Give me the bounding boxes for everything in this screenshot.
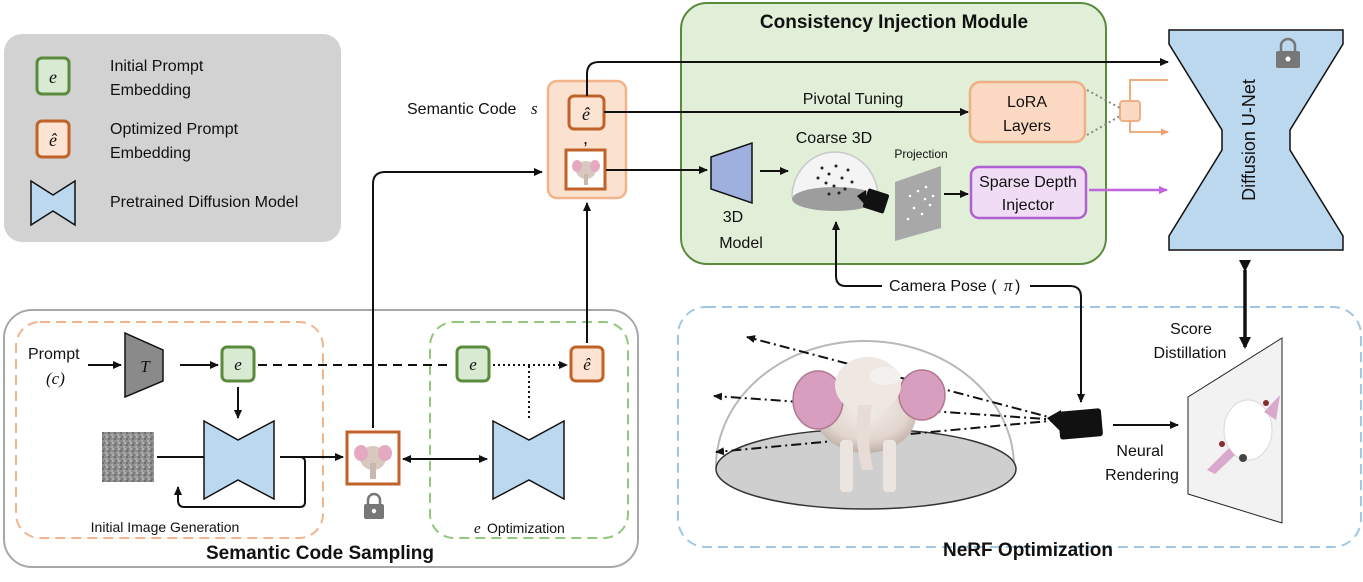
lora-line1: LoRA xyxy=(1007,94,1047,111)
opt-ehat-symbol: ê xyxy=(583,355,591,374)
3d-model-icon xyxy=(710,141,753,205)
lora-bottom-connector xyxy=(1129,121,1169,136)
arrows xyxy=(88,58,1251,508)
semantic-ehat-symbol: ê xyxy=(582,104,590,124)
score-distillation-line2: Distillation xyxy=(1154,345,1227,362)
nerf-rays xyxy=(713,335,1061,456)
sparse-depth-injector-box xyxy=(969,165,1088,220)
opt-ehat-box xyxy=(569,345,605,383)
3d-model-line1: 3D xyxy=(723,209,743,226)
arrow-semantic-to-unet xyxy=(586,58,1169,96)
sampling-diffusion-model xyxy=(203,419,275,501)
nerf-elephant xyxy=(792,357,946,492)
semantic-code-symbol: s xyxy=(531,99,538,118)
e-optimization-symbol: e xyxy=(474,521,481,537)
projection-label: Projection xyxy=(894,147,947,161)
unet-lock-icon xyxy=(1276,37,1300,68)
coarse3d-camera-icon xyxy=(857,188,890,214)
e-optimization-label: Optimization xyxy=(487,520,565,536)
initial-generation-box xyxy=(15,321,324,539)
prompt-label: Prompt xyxy=(28,346,80,363)
coarse3d-label: Coarse 3D xyxy=(796,130,872,147)
legend-optimized-line2: Embedding xyxy=(110,145,191,162)
neural-rendering-line2: Rendering xyxy=(1105,467,1179,484)
nerf-dome xyxy=(715,340,1015,468)
sdi-line1: Sparse Depth xyxy=(979,174,1077,191)
noise-image xyxy=(102,432,154,482)
semantic-code-label: Semantic Code xyxy=(407,101,516,118)
unet-label: Diffusion U-Net xyxy=(1239,79,1259,201)
lora-junction-box xyxy=(1119,100,1141,122)
nerf-box xyxy=(677,306,1362,548)
sampling-lock-icon xyxy=(364,492,384,519)
arrow-image-to-semantic-code xyxy=(372,168,543,428)
prompt-symbol: (c) xyxy=(46,369,65,388)
3d-model-line2: Model xyxy=(719,235,763,252)
score-distillation-line1: Score xyxy=(1170,321,1212,338)
legend-optimized-symbol: ê xyxy=(49,130,57,150)
nerf-camera-icon xyxy=(1047,408,1103,440)
pivotal-tuning-label: Pivotal Tuning xyxy=(803,91,904,108)
semantic-comma: , xyxy=(583,128,588,148)
coarse3d-points xyxy=(816,164,854,196)
initial-image-generation-label: Initial Image Generation xyxy=(91,519,240,535)
coarse3d-dome xyxy=(791,151,879,198)
legend-initial-line2: Embedding xyxy=(110,82,191,99)
opt-e-box xyxy=(455,345,491,383)
unet-shape xyxy=(1168,29,1344,251)
camera-pose: Camera Pose ( π ) xyxy=(889,276,1020,295)
projection-plane xyxy=(895,166,941,241)
generated-elephant-icon xyxy=(354,445,392,479)
text-encoder-icon xyxy=(124,331,164,399)
lora-dotted-up xyxy=(1086,89,1121,109)
sampling-box xyxy=(3,309,639,568)
sampling-e-symbol: e xyxy=(234,355,242,374)
lora-injection xyxy=(1086,79,1169,136)
legend: e Initial Prompt Embedding ê Optimized P… xyxy=(4,34,341,242)
legend-initial-symbol: e xyxy=(49,67,57,87)
lora-layers-box xyxy=(968,80,1087,144)
arrow-camera-pose-up xyxy=(832,221,882,287)
camera-pose-symbol: π xyxy=(1004,276,1013,295)
opt-e-symbol: e xyxy=(469,355,477,374)
lora-dotted-down xyxy=(1086,115,1121,136)
semantic-code-sampling: Semantic Code Sampling Prompt (c) T e e … xyxy=(3,309,639,568)
sampling-title: Semantic Code Sampling xyxy=(206,543,434,564)
legend-optimized-line1: Optimized Prompt xyxy=(110,121,239,138)
legend-initial-swatch xyxy=(35,56,71,96)
legend-initial-line1: Initial Prompt xyxy=(110,58,204,75)
sdi-line2: Injector xyxy=(1002,197,1055,214)
nerf-optimization: NeRF Optimization Neural Rendering xyxy=(677,306,1362,561)
lora-top-connector xyxy=(1129,79,1168,101)
e-optimization-box xyxy=(429,321,629,539)
text-encoder-symbol: T xyxy=(140,357,151,376)
semantic-elephant-icon xyxy=(572,160,600,185)
lora-line2: Layers xyxy=(1003,118,1051,135)
legend-pretrained-label: Pretrained Diffusion Model xyxy=(110,194,298,211)
legend-optimized-swatch xyxy=(35,119,71,159)
diffusion-unet: Diffusion U-Net xyxy=(1168,29,1344,251)
opt-diffusion-model xyxy=(492,419,565,501)
arrow-camera-pose-down xyxy=(1030,285,1085,403)
cim-title: Consistency Injection Module xyxy=(760,12,1028,33)
projection-points xyxy=(906,185,935,221)
rendered-elephant xyxy=(1207,395,1280,474)
sampling-e-box xyxy=(220,345,256,383)
arrow-diffusion-loop xyxy=(174,456,306,508)
consistency-injection-module: Consistency Injection Module Pivotal Tun… xyxy=(680,2,1107,265)
coarse3d-floor xyxy=(792,187,878,211)
legend-diffusion-model-icon xyxy=(30,179,76,227)
semantic-code: Semantic Code s ê , xyxy=(407,79,628,200)
neural-rendering-line1: Neural xyxy=(1116,443,1163,460)
nerf-title: NeRF Optimization xyxy=(943,540,1113,561)
camera-pose-close: ) xyxy=(1015,278,1020,295)
camera-pose-text: Camera Pose ( xyxy=(889,278,997,295)
